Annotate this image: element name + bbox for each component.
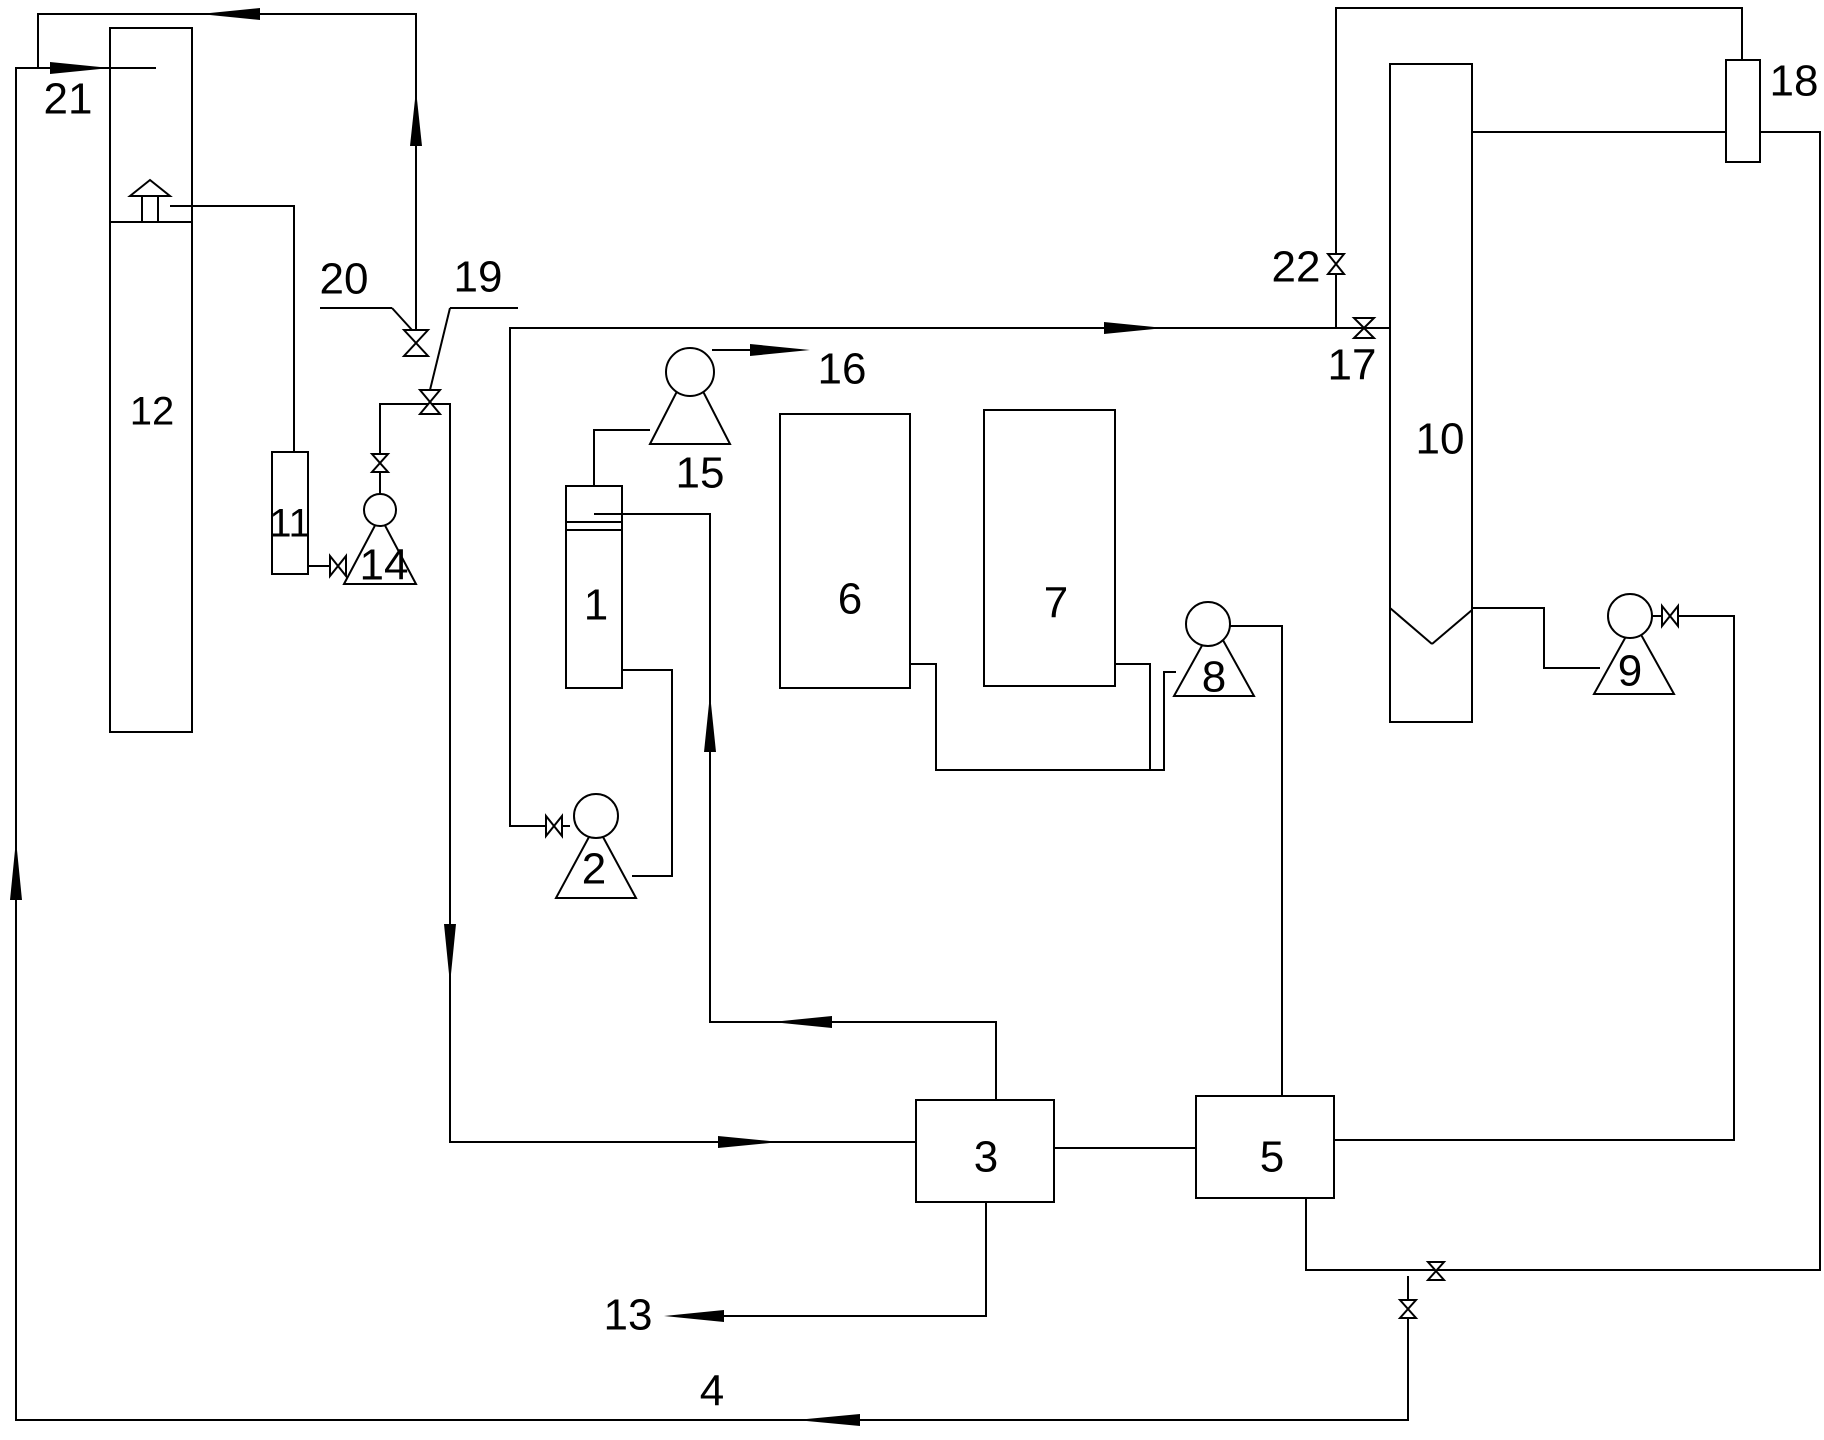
pump-2	[554, 793, 638, 899]
arrow-to-13	[664, 1310, 724, 1322]
pump-8	[1172, 601, 1256, 697]
label-6: 6	[838, 575, 862, 624]
valves	[329, 253, 1679, 1319]
flow-arrows	[10, 8, 1164, 1426]
label-17: 17	[1328, 341, 1377, 390]
pump-2-icon[interactable]	[573, 793, 619, 839]
unit-18	[1725, 59, 1761, 163]
label-22: 22	[1272, 243, 1321, 292]
label-19: 19	[454, 253, 503, 302]
pump-8-icon[interactable]	[1185, 601, 1231, 647]
tank-7	[983, 409, 1116, 687]
label-12: 12	[130, 390, 175, 434]
label-13: 13	[604, 1291, 653, 1340]
valve-bottom-right-icon[interactable]	[1425, 1261, 1447, 1281]
valve-pump-9-icon[interactable]	[1661, 603, 1679, 629]
label-11: 11	[269, 502, 311, 546]
label-4: 4	[700, 1367, 724, 1416]
arrow-line-4-up	[10, 840, 22, 900]
vessel-11	[271, 451, 309, 575]
pump-14	[342, 493, 418, 585]
tower-12	[109, 27, 193, 733]
column-1	[565, 485, 623, 689]
valve-17-icon[interactable]	[1351, 317, 1377, 339]
arrow-recycle-left	[772, 1016, 832, 1028]
arrow-up-20	[410, 90, 422, 146]
valve-line-4-icon[interactable]	[1397, 1299, 1419, 1319]
label-5: 5	[1260, 1133, 1284, 1182]
arrow-to-box-3	[718, 1136, 780, 1148]
label-3: 3	[974, 1133, 998, 1182]
reactor-10	[1389, 63, 1473, 723]
tank-6	[779, 413, 911, 689]
arrow-line-4-left	[796, 1414, 860, 1426]
label-15: 15	[676, 449, 725, 498]
label-18: 18	[1770, 57, 1819, 106]
label-20: 20	[320, 255, 369, 304]
label-16: 16	[818, 345, 867, 394]
pipes	[15, 7, 1821, 1421]
pump-9-icon[interactable]	[1607, 593, 1653, 639]
valve-19-icon[interactable]	[417, 389, 443, 415]
arrow-to-16	[750, 344, 810, 356]
label-9: 9	[1618, 647, 1642, 696]
pump-9	[1592, 593, 1676, 695]
pump-14-icon[interactable]	[363, 493, 397, 527]
valve-pump-2-icon[interactable]	[545, 813, 563, 839]
label-1: 1	[584, 581, 608, 630]
label-2: 2	[582, 845, 606, 894]
valve-22-icon[interactable]	[1325, 253, 1347, 275]
valve-20-icon[interactable]	[401, 329, 431, 357]
arrow-top-left	[200, 8, 260, 20]
arrow-to-reactor	[1104, 322, 1164, 334]
label-8: 8	[1202, 653, 1226, 702]
pump-15-icon[interactable]	[665, 347, 715, 397]
box-5	[1195, 1095, 1335, 1199]
valve-11-to-14-icon[interactable]	[329, 553, 347, 579]
label-21: 21	[44, 75, 93, 124]
arrow-down-left	[444, 924, 456, 984]
arrow-recycle-up	[704, 694, 716, 752]
valve-pump-14-top-icon[interactable]	[369, 453, 391, 473]
label-10: 10	[1416, 415, 1465, 464]
labels: 12 11 21 20 19 14 16 15 1 2 6 7 8 9 10 1…	[44, 57, 1819, 1416]
label-7: 7	[1044, 579, 1068, 628]
pump-15	[648, 347, 732, 445]
arrow-into-tower	[50, 62, 110, 74]
label-14: 14	[360, 541, 409, 590]
